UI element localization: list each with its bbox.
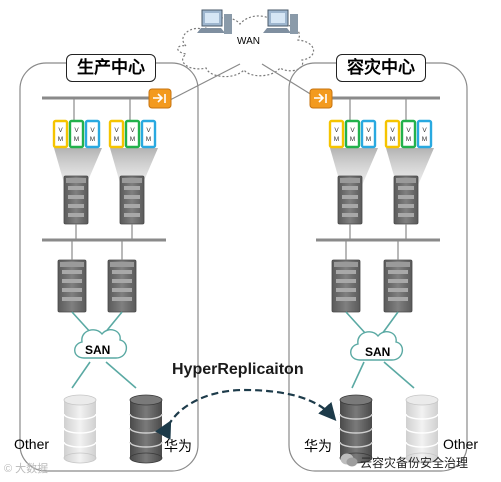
vm-letter: M (366, 136, 371, 143)
vm-letter: V (390, 127, 395, 134)
virtualization-host-icon (63, 175, 89, 225)
vm-letter: M (406, 136, 411, 143)
vm-icon (124, 119, 141, 149)
storage-other-label-production: Other (14, 436, 50, 452)
client-computer-icon (197, 9, 232, 34)
dr-center-box (288, 62, 468, 472)
storage-other-icon (405, 394, 439, 464)
vm-letter: V (130, 127, 135, 134)
vm-icon (360, 119, 377, 149)
vm-icon (68, 119, 85, 149)
vm-letter: V (366, 127, 371, 134)
watermark-left: © 大数据 (4, 463, 49, 475)
virtualization-host-icon (393, 175, 419, 225)
storage-huawei-label-dr: 华为 (304, 438, 332, 454)
watermark-right: 云容灾备份安全治理 (360, 456, 469, 470)
physical-server-icon (331, 259, 361, 313)
replication-arrow (155, 388, 337, 440)
firewall-icon (148, 88, 172, 109)
vm-letter: V (334, 127, 339, 134)
vm-icon (416, 119, 433, 149)
vm-letter: M (130, 136, 135, 143)
vm-letter: V (146, 127, 151, 134)
firewall-icon (309, 88, 333, 109)
vm-letter: M (90, 136, 95, 143)
san-label-dr: SAN (365, 345, 391, 359)
san-cloud (74, 329, 127, 359)
host-drop-lines (71, 224, 407, 260)
vm-letter: M (350, 136, 355, 143)
production-center-title: 生产中心 (66, 54, 156, 82)
wan-link (169, 63, 241, 101)
vm-icon (328, 119, 345, 149)
vm-icon (108, 119, 125, 149)
vm-icon (384, 119, 401, 149)
vm-icon (400, 119, 417, 149)
vm-letter: V (74, 127, 79, 134)
storage-other-label-dr: Other (443, 436, 479, 452)
vm-icon (140, 119, 157, 149)
dr-center-title: 容灾中心 (336, 54, 426, 82)
virtualization-cones (54, 148, 434, 190)
vm-letter: V (422, 127, 427, 134)
storage-huawei-label-production: 华为 (164, 438, 192, 454)
physical-server-icon (107, 259, 137, 313)
vm-letter: V (58, 127, 63, 134)
storage-other-icon (63, 394, 97, 464)
physical-server-icon (57, 259, 87, 313)
virtualization-host-icon (337, 175, 363, 225)
vm-letter: M (422, 136, 427, 143)
san-cloud (350, 331, 403, 361)
vm-icon (84, 119, 101, 149)
virtualization-host-icon (119, 175, 145, 225)
vm-letter: M (146, 136, 151, 143)
vm-letter: V (350, 127, 355, 134)
vm-letter: V (406, 127, 411, 134)
san-label-production: SAN (85, 343, 111, 357)
physical-server-icon (383, 259, 413, 313)
replication-label: HyperReplicaiton (172, 361, 304, 378)
vm-letter: M (74, 136, 79, 143)
vm-icon (52, 119, 69, 149)
wan-label: WAN (237, 36, 260, 47)
client-computer-icon (263, 9, 298, 34)
vm-letter: V (90, 127, 95, 134)
vm-icon (344, 119, 361, 149)
vm-letter: M (390, 136, 395, 143)
storage-huawei-icon (129, 394, 163, 464)
vm-letter: M (114, 136, 119, 143)
vm-letter: V (114, 127, 119, 134)
vm-letter: M (334, 136, 339, 143)
wechat-icon (340, 453, 358, 467)
vm-letter: M (58, 136, 63, 143)
vm-drop-lines (73, 98, 407, 120)
